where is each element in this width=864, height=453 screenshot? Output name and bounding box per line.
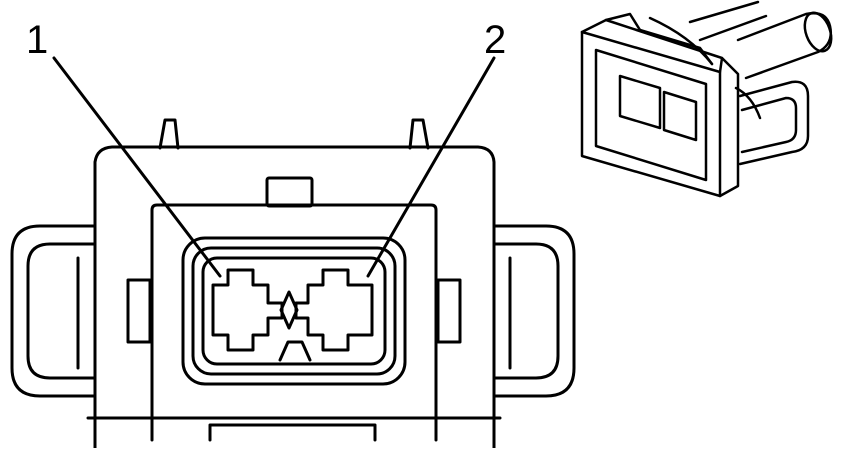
connector-housing <box>95 147 494 448</box>
callout-label-1: 1 <box>26 18 49 62</box>
iso-cable-2 <box>690 2 766 40</box>
left-lock-ear <box>12 226 95 396</box>
iso-frame-depth <box>582 20 738 196</box>
iso-side-clip-inner <box>742 98 796 152</box>
callout-label-2: 2 <box>484 18 507 62</box>
right-side-tab <box>438 280 460 342</box>
right-lock-ear <box>494 226 574 396</box>
iso-cable-end-1 <box>800 9 836 55</box>
iso-interior <box>620 76 696 140</box>
bottom-key <box>280 342 310 360</box>
iso-wire-detail <box>650 18 760 118</box>
top-latch-left <box>160 120 178 148</box>
left-lock-ear-inner <box>28 244 95 378</box>
terminal-2 <box>296 270 372 350</box>
iso-cable-1 <box>738 13 831 78</box>
left-side-tab <box>128 280 150 342</box>
bottom-notch <box>210 425 375 440</box>
cavity-mid <box>193 248 395 374</box>
leader-line-1 <box>54 58 220 276</box>
leader-line-2 <box>368 58 494 276</box>
connector-front-view <box>12 120 574 448</box>
cavity-outer <box>183 238 405 384</box>
terminal-1 <box>213 270 282 350</box>
iso-side-clip <box>740 82 808 164</box>
right-lock-ear-inner <box>494 244 558 378</box>
polarization-key <box>267 178 312 206</box>
top-latch-right <box>410 120 428 148</box>
iso-front-frame <box>582 32 720 196</box>
center-diamond <box>281 292 297 328</box>
cavity-inner <box>203 258 385 364</box>
connector-iso-view <box>582 2 836 196</box>
iso-front-inner <box>596 50 706 180</box>
